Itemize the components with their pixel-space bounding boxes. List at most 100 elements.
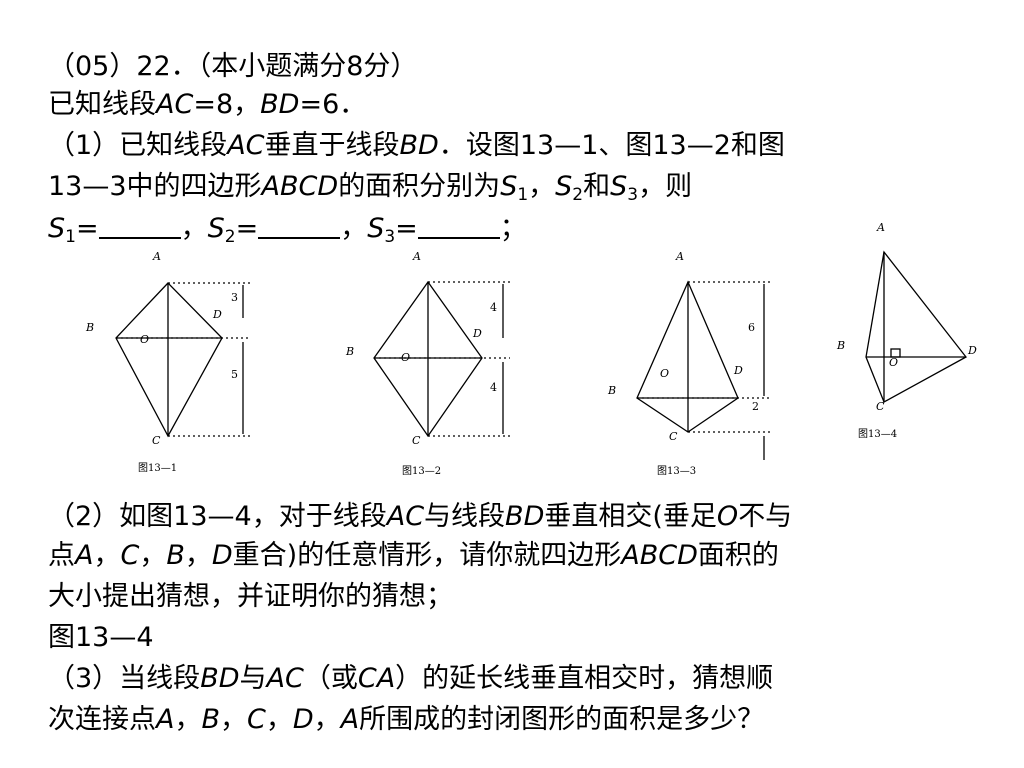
point-d: D (211, 540, 233, 571)
text-run: 次连接点 (48, 704, 156, 735)
text-run: 13—3中的四边形 (48, 171, 262, 202)
point-b: B (201, 704, 221, 735)
text-run: ， (220, 704, 248, 735)
measure-top: 3 (231, 291, 238, 304)
segment-ac: AC (227, 130, 265, 161)
segment-bd: BD (399, 130, 439, 161)
text-run: 与线段 (424, 501, 506, 532)
text-run: 已知线段 (48, 89, 156, 120)
subscript: 2 (224, 227, 236, 247)
text-run: ， (528, 171, 556, 202)
text-run: 垂直于线段 (264, 130, 400, 161)
area-s: S (610, 171, 628, 202)
part2-line1: （2）如图13—4，对于线段AC与线段BD垂直相交(垂足O不与 (48, 500, 792, 534)
text-run: =6． (299, 89, 367, 120)
text-run: 的面积分别为 (338, 171, 501, 202)
caption-13-4: 图13—4 (858, 428, 897, 440)
point-b: B (166, 540, 185, 571)
right-angle-marker (890, 348, 901, 358)
subscript: 1 (517, 185, 529, 205)
problem-header: （05）22．（本小题满分8分） (48, 50, 417, 84)
figure-ref: 图13—4 (48, 621, 154, 655)
segment-bd: BD (260, 89, 300, 120)
text-run: ， (139, 540, 167, 571)
text-run: 图13—4 (48, 622, 154, 653)
label-a: A (412, 250, 421, 263)
measure-top: 6 (748, 321, 755, 334)
point-c: C (120, 540, 140, 571)
text-run: =8， (193, 89, 261, 120)
figure-13-3 (636, 280, 772, 460)
caption-13-3: 图13—3 (657, 465, 696, 477)
text-run: ； (499, 213, 527, 244)
text-run: ， (265, 704, 293, 735)
area-s: S (207, 213, 225, 244)
label-c: C (669, 430, 678, 443)
label-a: A (152, 250, 161, 263)
label-a: A (675, 250, 684, 263)
text-run: 大小提出猜想，并证明你的猜想； (48, 581, 453, 612)
label-b: B (836, 339, 845, 352)
text-run: 不与 (738, 501, 793, 532)
text-run: 点 (48, 540, 75, 571)
measure-bottom: 2 (752, 400, 759, 413)
text-run: 与 (239, 663, 267, 694)
label-o: O (660, 367, 669, 380)
answer-blank-s2[interactable] (258, 213, 341, 239)
label-b: B (85, 321, 94, 334)
text-run: ， (313, 704, 341, 735)
subscript: 2 (572, 185, 584, 205)
text-run: （2）如图13—4，对于线段 (48, 501, 387, 532)
text-run: = (395, 213, 418, 244)
part1-line2: 13—3中的四边形ABCD的面积分别为S1，S2和S3，则 (48, 170, 692, 204)
segment-ac: AC (266, 663, 304, 694)
label-a: A (876, 221, 885, 234)
text-run: 所围成的封闭图形的面积是多少？ (359, 704, 765, 735)
label-b: B (607, 384, 616, 397)
text-run: （或 (303, 663, 358, 694)
text-run: ，则 (638, 171, 693, 202)
quad-abcd: ABCD (621, 540, 698, 571)
subscript: 1 (65, 227, 76, 247)
label-b: B (345, 345, 354, 358)
point-o: O (716, 501, 739, 532)
text-run: ， (184, 540, 212, 571)
point-c: C (247, 704, 266, 735)
part3-line1: （3）当线段BD与AC（或CA）的延长线垂直相交时，猜想顺 (48, 662, 773, 696)
label-o: O (889, 356, 898, 369)
segment-ca: CA (357, 663, 396, 694)
text-run: ．设图13—1、图13—2和图 (438, 130, 785, 161)
text-run: ， (93, 540, 121, 571)
part2-line2: 点A，C，B，D重合)的任意情形，请你就四边形ABCD面积的 (48, 539, 779, 573)
text-run: （1）已知线段 (48, 130, 228, 161)
label-d: D (472, 327, 482, 340)
part2-line3: 大小提出猜想，并证明你的猜想； (48, 580, 453, 614)
part3-line2: 次连接点A，B，C，D，A所围成的封闭图形的面积是多少？ (48, 703, 764, 737)
text-run: = (75, 213, 99, 244)
measure-bottom: 4 (490, 381, 497, 394)
text-run: 垂直相交(垂足 (544, 501, 717, 532)
subscript: 3 (384, 227, 396, 247)
answer-blank-s1[interactable] (98, 213, 181, 239)
point-a: A (75, 540, 94, 571)
text-run: 重合)的任意情形，请你就四边形 (232, 540, 622, 571)
text-run: ， (340, 213, 368, 244)
quad-outline (115, 282, 223, 438)
measure-top: 4 (490, 301, 497, 314)
quad-outline (865, 250, 967, 403)
header-text: （05）22．（本小题满分8分） (48, 51, 418, 82)
label-d: D (733, 364, 743, 377)
point-d: D (292, 704, 314, 735)
figure-13-2 (373, 280, 510, 438)
measure-bottom: 5 (231, 368, 238, 381)
area-s: S (500, 171, 518, 202)
point-a: A (340, 704, 360, 735)
text-run: ， (174, 704, 202, 735)
caption-13-1: 图13—1 (138, 462, 177, 474)
text-run: 面积的 (697, 540, 779, 571)
answer-blank-s3[interactable] (417, 213, 500, 239)
part1-answers: S1=，S2=，S3=； (48, 212, 527, 246)
label-d: D (212, 308, 222, 321)
area-s: S (367, 213, 385, 244)
figure-13-4 (865, 250, 967, 403)
